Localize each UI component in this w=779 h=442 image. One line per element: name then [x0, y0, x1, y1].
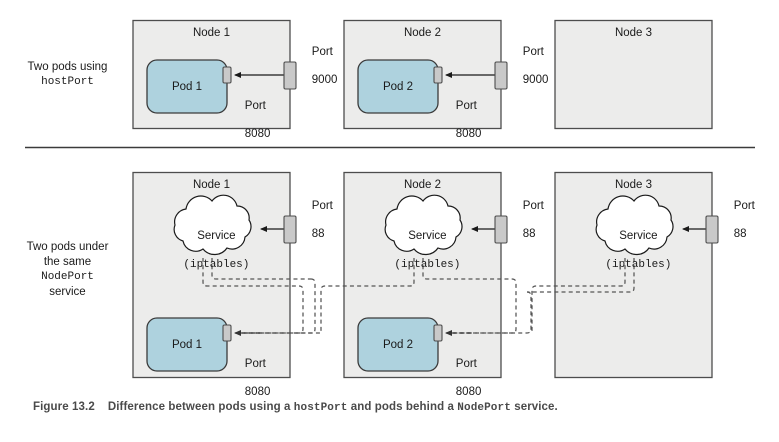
pod-box-bottom-1 [146, 317, 228, 372]
node-port-box-bottom-3 [705, 215, 719, 244]
dashed-n3-branch-b [527, 258, 635, 293]
pod-box-top-1 [146, 59, 228, 114]
figure-caption-text3: service. [510, 401, 558, 413]
node-port-box-top-2 [494, 61, 508, 90]
node-port-box-bottom-2 [494, 215, 508, 244]
row-label-hostport-line1: Two pods using [27, 61, 108, 73]
node-port-box-top-1 [283, 61, 297, 90]
pod-port-box-top-2 [433, 66, 443, 84]
service-cloud-1 [173, 194, 252, 256]
figure-caption-mono-hostport: hostPort [293, 402, 348, 414]
dashed-n3-branch-a [536, 258, 626, 287]
row-label-nodeport: Two pods under the same NodePort service [10, 240, 125, 300]
dashed-lane-4 [452, 278, 517, 334]
service-cloud-3 [595, 194, 674, 256]
node-port-box-bottom-1 [283, 215, 297, 244]
row-label-nodeport-line1: Two pods under [26, 241, 109, 253]
pod-box-top-2 [357, 59, 439, 114]
row-label-nodeport-mono: NodePort [41, 271, 94, 283]
dashed-lane-2 [241, 278, 316, 334]
dashed-n2-branch-b [422, 258, 512, 280]
pod-box-bottom-2 [357, 317, 439, 372]
figure-caption: Figure 13.2 Difference between pods using… [33, 401, 763, 414]
node-box-top-3 [554, 19, 713, 130]
row-label-hostport-mono: hostPort [41, 76, 94, 88]
figure-caption-text2: and pods behind a [347, 401, 458, 413]
row-label-hostport: Two pods using hostPort [10, 60, 125, 90]
row-label-nodeport-line2: the same [43, 256, 92, 268]
pod-port-box-bottom-1 [222, 324, 232, 342]
service-cloud-2 [384, 194, 463, 256]
pod-port-box-top-1 [222, 66, 232, 84]
dashed-n1-branch-b [211, 258, 311, 280]
pod-port-box-bottom-2 [433, 324, 443, 342]
figure-caption-text1: Difference between pods using a [107, 401, 294, 413]
dashed-lane-3 [241, 285, 326, 334]
dashed-n1-branch-a [202, 258, 299, 287]
row-label-nodeport-line3: service [49, 286, 86, 298]
dashed-lane-6 [531, 285, 537, 333]
dashed-lane-5 [452, 291, 532, 334]
dashed-lane-1 [241, 285, 304, 334]
figure-caption-number: Figure 13.2 [33, 401, 95, 413]
dashed-n2-branch-a [325, 258, 415, 287]
figure-caption-mono-nodeport: NodePort [457, 402, 511, 414]
